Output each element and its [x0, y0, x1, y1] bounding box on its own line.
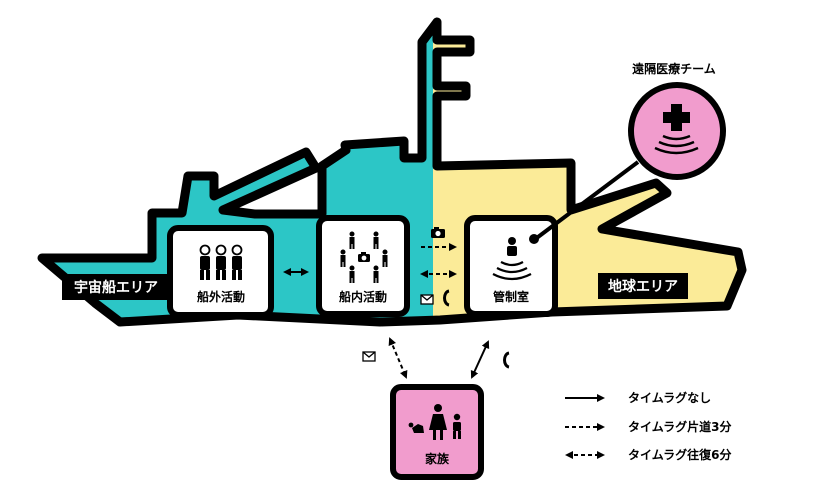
phone-icon [503, 351, 510, 369]
legend-label: タイムラグなし [628, 390, 711, 405]
astronaut-group-icon [199, 244, 243, 280]
legend-label: タイムラグ片道3分 [628, 419, 732, 434]
outside-activity-label: 船外活動 [197, 289, 245, 304]
legend-item-twoway: タイムラグ往復6分 [565, 447, 732, 462]
space-area-label: 宇宙船エリア [62, 274, 170, 300]
control-family-arrow [470, 340, 490, 379]
family-label: 家族 [425, 451, 450, 466]
connectors [283, 227, 510, 379]
family-with-dog-icon [408, 404, 461, 440]
inside-activity-label: 船内活動 [339, 289, 387, 304]
mail-icon [362, 351, 376, 362]
scattered-crew-camera-icon [340, 231, 388, 283]
space-area-text: 宇宙船エリア [74, 279, 158, 296]
medical-team-node: 遠隔医療チーム [529, 61, 726, 244]
legend-item-no-lag: タイムラグなし [565, 390, 711, 405]
legend-item-oneway: タイムラグ片道3分 [565, 419, 732, 434]
inside-activity-box: 船内活動 [316, 215, 410, 317]
inside-family-arrow [388, 337, 408, 379]
mail-icon [420, 294, 434, 305]
operator-signal-icon [492, 237, 532, 281]
outside-activity-box: 船外活動 [167, 225, 274, 318]
medical-cross-signal-icon [654, 104, 699, 155]
camera-icon [431, 227, 445, 238]
control-room-label: 管制室 [493, 289, 529, 304]
earth-area-label: 地球エリア [598, 273, 688, 299]
legend-label: タイムラグ往復6分 [628, 447, 732, 462]
phone-icon [443, 289, 450, 307]
family-box: 家族 [390, 384, 484, 480]
earth-area-text: 地球エリア [608, 278, 678, 295]
medical-team-label: 遠隔医療チーム [632, 61, 716, 76]
legend: タイムラグなし タイムラグ片道3分 タイムラグ往復6分 [565, 390, 732, 462]
